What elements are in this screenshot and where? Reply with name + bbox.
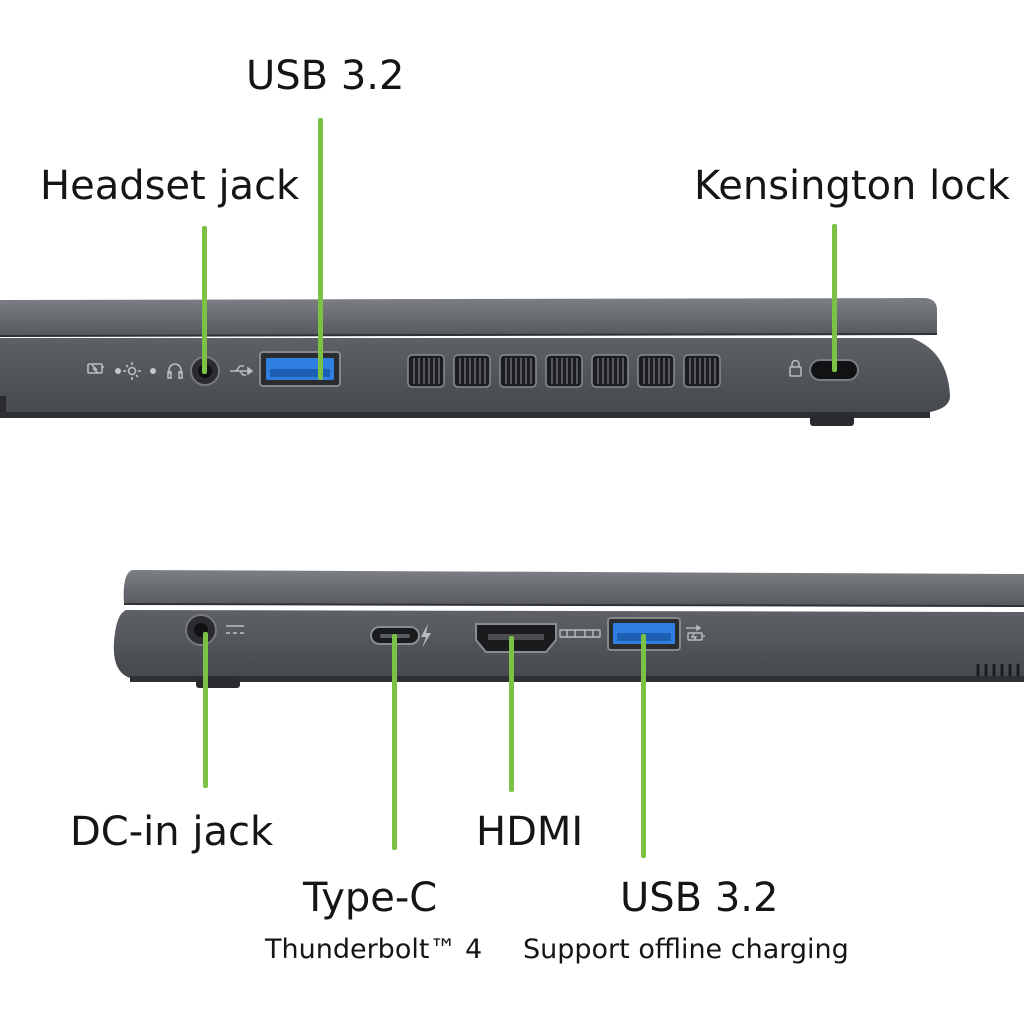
rubber-foot <box>810 414 854 426</box>
hdmi-logo-icon <box>559 629 601 638</box>
label-headset-jack: Headset jack <box>40 163 300 209</box>
label-thunderbolt: Thunderbolt™ 4 <box>265 934 483 965</box>
callout-line-usb-bottom <box>641 634 646 858</box>
headset-icon <box>167 363 183 379</box>
label-usb-top: USB 3.2 <box>246 53 405 99</box>
callout-line-usb-top <box>318 118 323 380</box>
label-dc-in-jack: DC-in jack <box>70 809 274 855</box>
thunderbolt-icon <box>421 624 431 648</box>
label-hdmi: HDMI <box>476 809 584 855</box>
usb-icon <box>230 365 254 376</box>
callout-line-type-c <box>392 634 397 850</box>
callout-line-headset <box>202 226 207 374</box>
label-usb-bottom: USB 3.2 <box>620 875 779 921</box>
callout-line-dc-in <box>203 632 208 788</box>
top-laptop-side-view <box>0 298 950 426</box>
bottom-laptop-side-view <box>113 570 1024 688</box>
cooling-vents <box>407 354 721 388</box>
label-type-c: Type-C <box>303 875 438 921</box>
dc-in-jack-port <box>185 614 217 646</box>
dc-power-icon <box>226 625 244 634</box>
callout-line-kensington <box>832 224 837 372</box>
power-status-icon <box>123 362 141 380</box>
usb-a-port <box>259 351 341 387</box>
label-offline-charging: Support offline charging <box>523 934 849 965</box>
callout-line-hdmi <box>509 636 514 792</box>
hdmi-port <box>475 623 557 653</box>
usb-charging-icon <box>686 624 705 641</box>
battery-status-icon <box>87 363 104 374</box>
lock-icon <box>789 359 802 377</box>
label-kensington-lock: Kensington lock <box>694 163 1010 209</box>
